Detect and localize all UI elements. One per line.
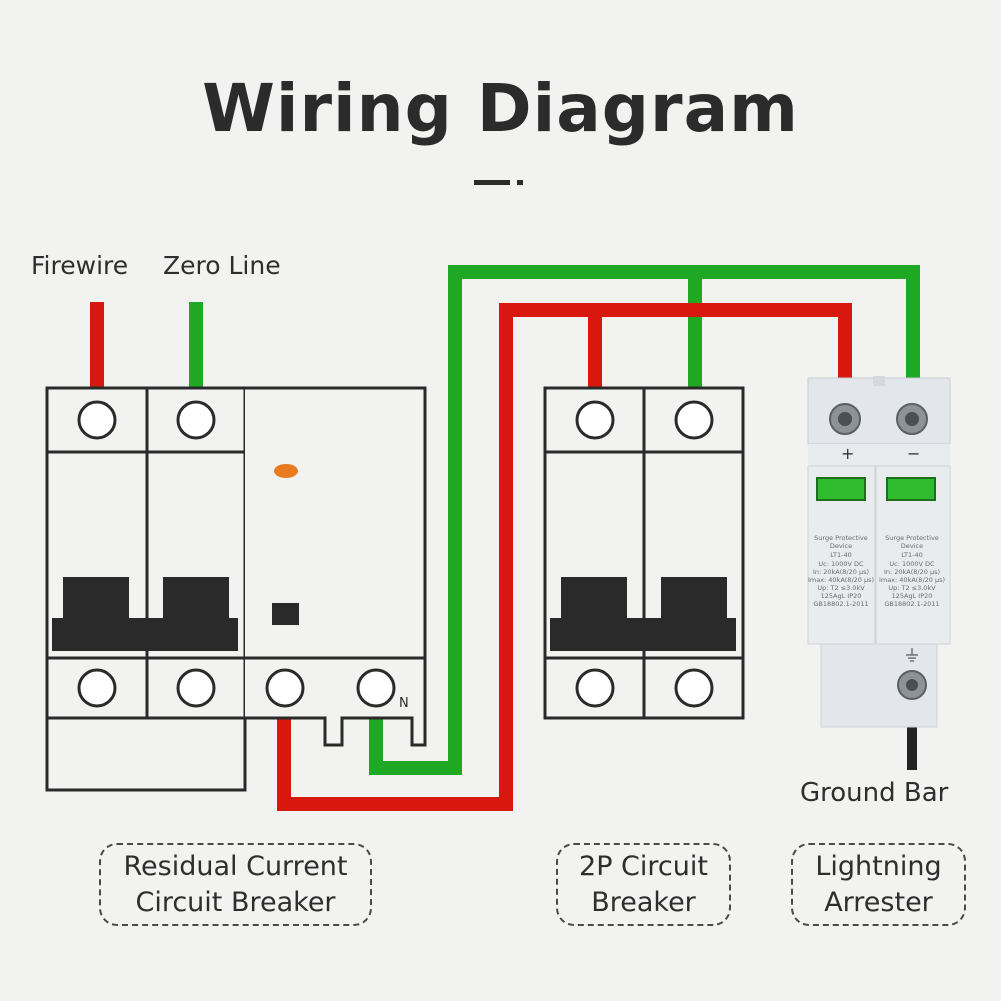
- svg-text:Surge Protective: Surge Protective: [814, 534, 868, 542]
- breaker-2p-caption: 2P Circuit Breaker: [556, 843, 731, 926]
- svg-text:Device: Device: [901, 542, 923, 550]
- rccb-indicator-light: [274, 464, 298, 478]
- spd-module-right-text: Surge Protective Device LT1-40 Uc: 1000V…: [879, 534, 945, 608]
- svg-text:Uc: 1000V DC: Uc: 1000V DC: [889, 560, 935, 568]
- arrester-plus-label: +: [841, 444, 854, 463]
- rccb-output-terminal-2: [176, 668, 216, 708]
- rccb-test-button: [272, 603, 299, 625]
- green-wire-rccb-to-arrester: [369, 265, 920, 775]
- rccb-output-terminal-live: [265, 668, 305, 708]
- page-title: Wiring Diagram: [202, 70, 799, 147]
- zero-line-label: Zero Line: [163, 251, 281, 280]
- red-wire-rccb-to-arrester: [277, 303, 852, 811]
- breaker-handles: [550, 577, 736, 651]
- svg-text:In: 20kA(8/20 µs): In: 20kA(8/20 µs): [813, 568, 869, 576]
- wires: [90, 265, 920, 811]
- svg-text:In: 20kA(8/20 µs): In: 20kA(8/20 µs): [884, 568, 940, 576]
- svg-text:Up: T2 ≤3.0kV: Up: T2 ≤3.0kV: [817, 584, 865, 592]
- breaker-output-terminal-live: [575, 668, 615, 708]
- breaker-output-terminal-neutral: [674, 668, 714, 708]
- svg-text:LT1-40: LT1-40: [901, 551, 922, 559]
- arrester-device: [807, 376, 951, 728]
- rccb-n-label: N: [399, 696, 409, 711]
- rccb-input-terminal-neutral: [176, 400, 216, 440]
- rccb-handles: [52, 577, 299, 651]
- rccb-caption: Residual Current Circuit Breaker: [99, 843, 372, 926]
- breaker-input-terminal-neutral: [674, 400, 714, 440]
- arrester-minus-label: −: [907, 444, 920, 463]
- svg-text:GB18802.1-2011: GB18802.1-2011: [813, 600, 868, 608]
- arrester-caption: Lightning Arrester: [791, 843, 966, 926]
- svg-text:Surge Protective: Surge Protective: [885, 534, 939, 542]
- breaker-2p-caption-line-1: 2P Circuit: [579, 850, 708, 882]
- svg-text:Device: Device: [830, 542, 852, 550]
- svg-text:Uc: 1000V DC: Uc: 1000V DC: [818, 560, 864, 568]
- svg-text:125AgL IP20: 125AgL IP20: [821, 592, 862, 600]
- firewire-label: Firewire: [31, 251, 129, 280]
- ground-bar-label: Ground Bar: [800, 778, 949, 808]
- spd-module-left-text: Surge Protective Device LT1-40 Uc: 1000V…: [808, 534, 874, 608]
- rccb-input-terminal-live: [77, 400, 117, 440]
- svg-text:Imax: 40kA(8/20 µs): Imax: 40kA(8/20 µs): [808, 576, 874, 584]
- breaker-input-terminal-live: [575, 400, 615, 440]
- rccb-caption-line-1: Residual Current: [123, 850, 348, 882]
- arrester-status-window-1: [816, 477, 866, 501]
- svg-text:125AgL IP20: 125AgL IP20: [892, 592, 933, 600]
- rccb-output-terminal-neutral: [356, 668, 396, 708]
- svg-text:Up: T2 ≤3.0kV: Up: T2 ≤3.0kV: [888, 584, 936, 592]
- breaker-2p-device: [543, 386, 745, 720]
- arrester-status-window-2: [886, 477, 936, 501]
- arrester-caption-line-2: Arrester: [824, 886, 933, 918]
- svg-text:Imax: 40kA(8/20 µs): Imax: 40kA(8/20 µs): [879, 576, 945, 584]
- rccb-caption-line-2: Circuit Breaker: [135, 886, 336, 918]
- breaker-2p-caption-line-2: Breaker: [591, 886, 696, 918]
- svg-text:LT1-40: LT1-40: [830, 551, 851, 559]
- title-accent: [474, 180, 523, 185]
- svg-text:GB18802.1-2011: GB18802.1-2011: [884, 600, 939, 608]
- arrester-caption-line-1: Lightning: [815, 850, 942, 882]
- rccb-output-terminal-1: [77, 668, 117, 708]
